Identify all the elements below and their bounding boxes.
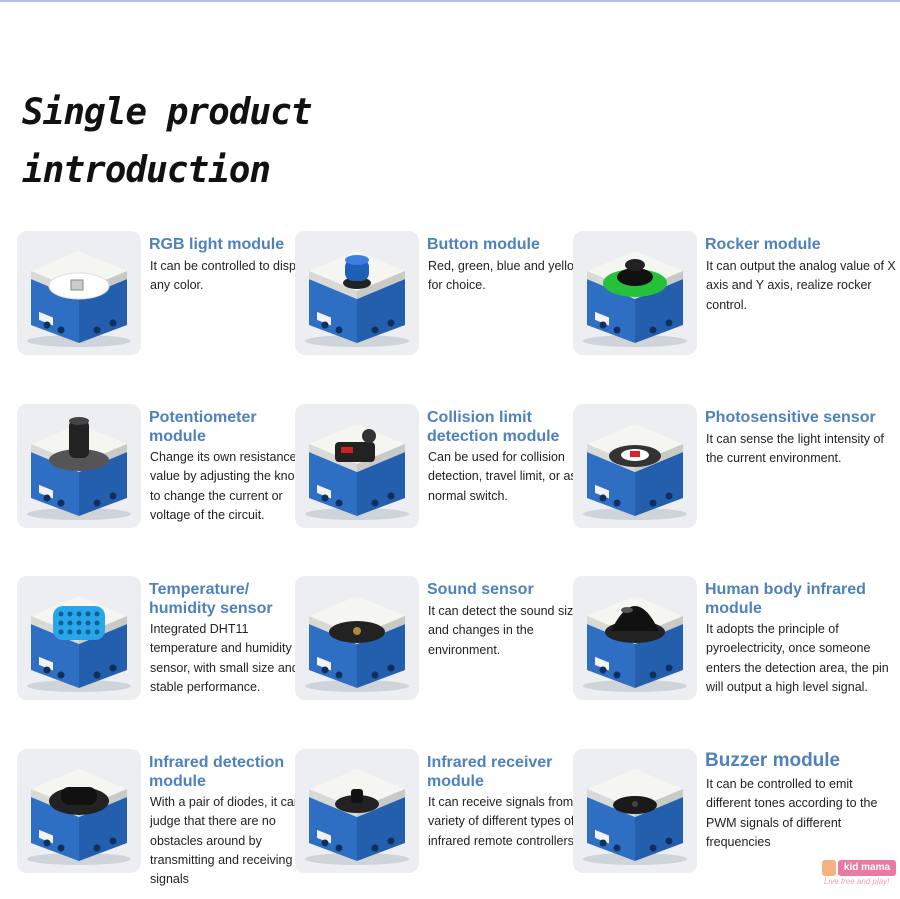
knob-icon — [27, 417, 131, 520]
module-description: Red, green, blue and yellow for choice. — [428, 259, 583, 293]
module-name: Buzzer module — [705, 750, 841, 771]
brand-logo: kid mama Live free and play! — [822, 860, 896, 892]
module-image — [295, 404, 419, 528]
brand-logo-mark: kid mama — [822, 860, 896, 876]
dht11-icon — [27, 596, 131, 692]
limit-switch-icon — [305, 424, 409, 520]
module-name: Collision limit detection module — [427, 409, 560, 445]
pir-dome-icon — [583, 596, 687, 692]
page-title-line-1: Single product — [22, 92, 312, 133]
module-name: Potentiometer module — [149, 409, 257, 445]
light-sensor-icon — [583, 424, 687, 520]
module-card: Sound sensor It can detect the sound size… — [295, 576, 585, 726]
ir-diode-icon — [27, 769, 131, 865]
module-description: It can be controlled to display any colo… — [150, 259, 312, 293]
page-title: Single product introduction — [22, 84, 312, 200]
module-image — [17, 231, 141, 355]
ir-receiver-icon — [305, 769, 409, 865]
top-border-line — [0, 0, 900, 2]
module-description: It can detect the sound size and changes… — [428, 604, 581, 657]
module-name: Infrared detection module — [149, 754, 285, 790]
module-name: Sound sensor — [427, 581, 534, 598]
module-name: Human body infrared module — [705, 581, 866, 617]
module-name: Rocker module — [705, 236, 821, 253]
module-description: Change its own resistance value by adjus… — [150, 450, 302, 522]
module-description: With a pair of diodes, it can judge that… — [150, 795, 301, 887]
module-name: Button module — [427, 236, 540, 253]
module-card: Buzzer module It can be controlled to emi… — [573, 749, 877, 899]
module-image — [295, 749, 419, 873]
module-description: It can sense the light intensity of the … — [706, 432, 884, 466]
module-description: Can be used for collision detection, tra… — [428, 450, 588, 503]
module-card: Photosensitive sensor It can sense the li… — [573, 404, 884, 554]
module-name: Temperature/ humidity sensor — [149, 581, 273, 617]
module-image — [573, 404, 697, 528]
module-image — [295, 576, 419, 700]
button-cap-icon — [305, 251, 409, 347]
module-description: It adopts the principle of pyroelectrici… — [706, 622, 889, 694]
brand-name: kid mama — [838, 860, 896, 876]
brand-tagline: Live free and play! — [824, 877, 890, 886]
module-name: Photosensitive sensor — [705, 409, 876, 426]
module-image — [17, 749, 141, 873]
buzzer-icon — [583, 769, 687, 865]
module-card: Infrared receiver module It can receive s… — [295, 749, 585, 899]
page-title-line-2: introduction — [22, 150, 271, 191]
microphone-icon — [305, 596, 409, 692]
joystick-icon — [583, 251, 687, 347]
module-description: Integrated DHT11 temperature and humidit… — [150, 622, 299, 694]
module-image — [295, 231, 419, 355]
module-image — [573, 749, 697, 873]
module-name: Infrared receiver module — [427, 754, 553, 790]
module-image — [17, 404, 141, 528]
module-image — [17, 576, 141, 700]
module-description: It can be controlled to emit different t… — [706, 777, 878, 849]
module-card: Human body infrared module It adopts the … — [573, 576, 889, 726]
rgb-led-icon — [27, 251, 131, 347]
module-image — [573, 231, 697, 355]
module-card: RGB light module It can be controlled to … — [17, 231, 312, 381]
module-description: It can receive signals from a variety of… — [428, 795, 584, 848]
module-image — [573, 576, 697, 700]
module-card: Rocker module It can output the analog va… — [573, 231, 896, 381]
module-name: RGB light module — [149, 236, 285, 253]
module-description: It can output the analog value of X axis… — [706, 259, 896, 312]
